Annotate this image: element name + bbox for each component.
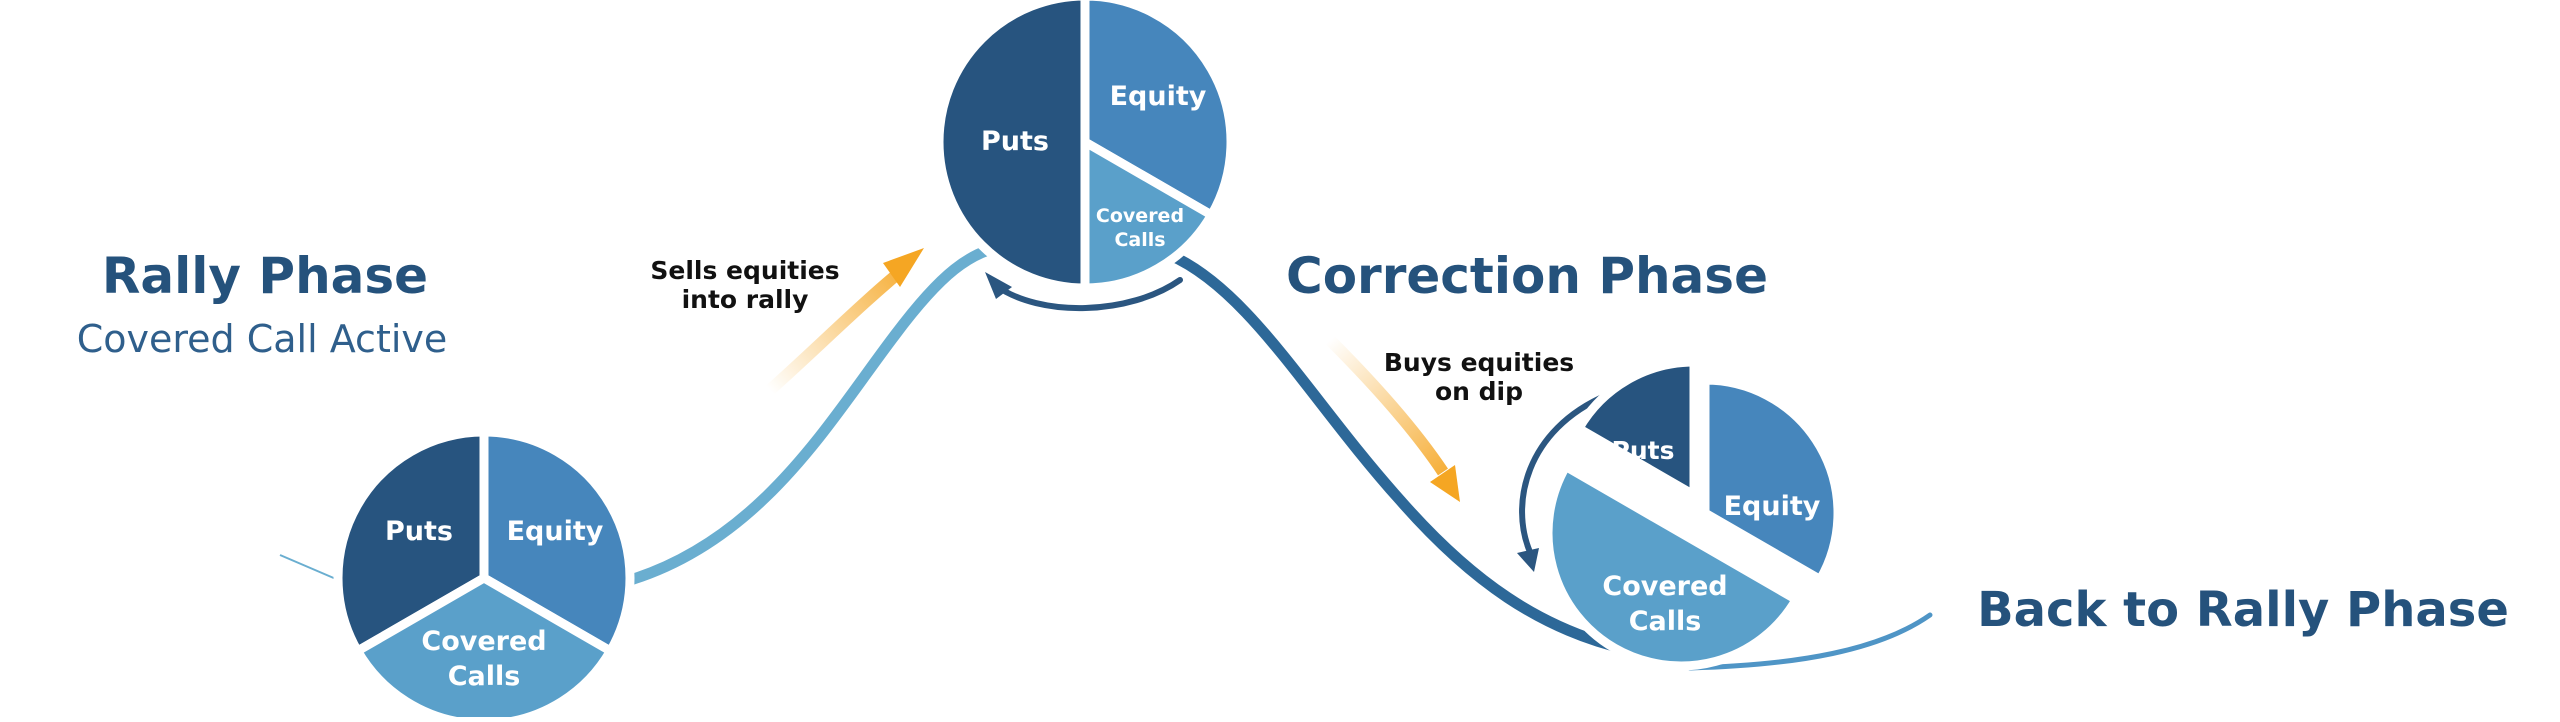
label-covered-calls-line1: Covered [421,626,546,657]
rally-phase-title: Rally Phase [102,247,428,305]
label-covered-calls-line2: Calls [1114,229,1165,251]
label-puts: Puts [385,516,453,547]
dip-rotation-arrow [1517,392,1610,572]
label-puts: Puts [1612,436,1675,465]
slice-covered-calls [1080,137,1216,293]
label-covered-calls-line2: Calls [1629,606,1702,637]
top-rotation-arrow [985,272,1183,312]
label-equity: Equity [1724,491,1821,522]
buys-annotation-line2: on dip [1435,377,1523,406]
buys-arrow [1325,335,1460,502]
curve-recovery-segment [1687,612,1933,671]
slice-covered-calls [353,573,615,722]
slice-puts [1574,357,1699,500]
allocation-pie-dip [1543,357,1843,670]
label-puts: Puts [981,126,1049,157]
sells-arrow-head [883,248,924,287]
market-curve [279,239,1933,671]
label-equity: Equity [507,516,604,547]
curve-rally-segment [614,239,1016,589]
allocation-pie-rally [333,427,635,722]
back-to-rally-phase-title: Back to Rally Phase [1977,582,2509,638]
buys-annotation-line1: Buys equities [1384,348,1574,377]
curve-correction-segment [1164,249,1636,656]
sells-arrow [766,248,924,395]
allocation-pie-top [934,0,1236,293]
label-equity: Equity [1110,81,1207,112]
label-covered-calls-line2: Calls [448,661,521,692]
rally-phase-subtitle: Covered Call Active [77,317,448,361]
pie-dip-labels: Puts Equity Covered Calls [1602,436,1820,637]
buys-arrow-head [1430,465,1460,502]
top-rotation-arrow-head [985,272,1012,299]
slice-covered-calls [1543,462,1801,670]
sells-annotation-line1: Sells equities [650,256,839,285]
correction-phase-title: Correction Phase [1286,247,1768,305]
pie-top-labels: Puts Equity Covered Calls [981,81,1207,251]
sells-annotation-line2: into rally [682,285,809,314]
pie-rally-labels: Puts Equity Covered Calls [385,516,604,692]
slice-puts [934,0,1090,293]
label-covered-calls-line1: Covered [1096,205,1184,227]
label-covered-calls-line1: Covered [1602,571,1727,602]
slice-equity [1700,375,1843,584]
dip-rotation-arrow-head [1517,548,1539,572]
